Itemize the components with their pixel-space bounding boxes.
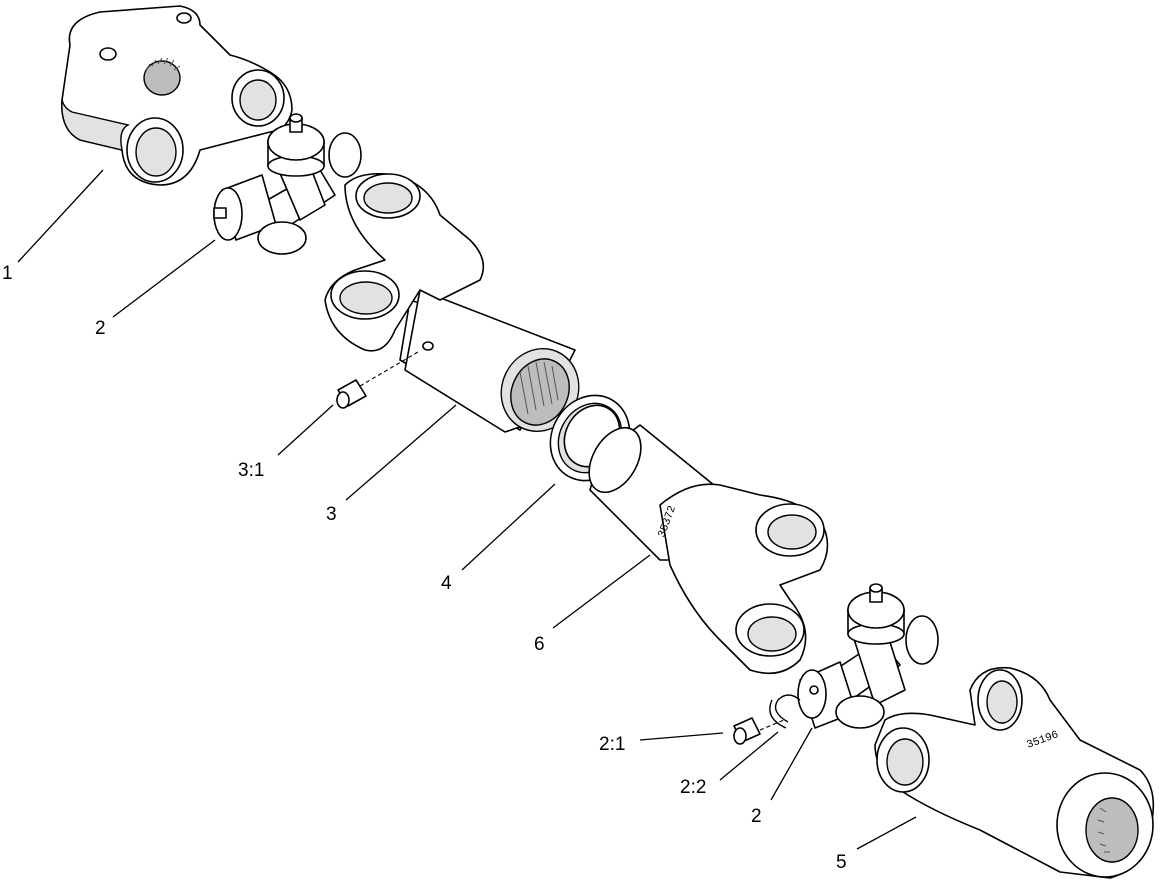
callout-2-lower: 2 — [751, 806, 762, 827]
callout-2-2: 2:2 — [680, 777, 706, 798]
slip-yoke-assembly: 35372 — [588, 424, 829, 675]
leader-lines — [17, 169, 917, 850]
callout-labels: 1 2 3:1 3 4 6 2:1 2:2 2 5 — [2, 263, 847, 873]
callout-2-upper: 2 — [95, 318, 106, 339]
callout-2-1: 2:1 — [599, 734, 625, 755]
lower-u-joint-cross — [797, 583, 939, 729]
tube-yoke-grease-fitting — [336, 351, 419, 409]
callout-5: 5 — [836, 852, 847, 873]
upper-u-joint-cross — [213, 113, 362, 255]
callout-3-1: 3:1 — [238, 460, 264, 481]
callout-1: 1 — [2, 263, 13, 284]
callout-6: 6 — [534, 634, 545, 655]
tube-yoke-assembly — [324, 172, 580, 433]
u-joint-grease-fitting — [733, 717, 785, 745]
callout-4: 4 — [441, 573, 452, 594]
callout-3: 3 — [326, 504, 337, 525]
input-yoke — [61, 5, 293, 186]
snap-ring — [769, 694, 801, 729]
output-yoke: 35196 — [874, 666, 1155, 879]
